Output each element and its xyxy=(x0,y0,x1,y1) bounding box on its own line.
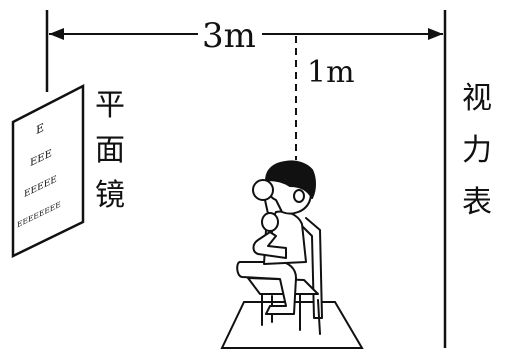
seated-person xyxy=(236,160,323,335)
mirror-label-char-1: 平 xyxy=(95,88,125,123)
arrowhead-right xyxy=(428,28,443,40)
mirror-label-char-3: 镜 xyxy=(95,178,125,213)
floor-mat xyxy=(220,301,364,349)
mirror-label: 平 面 镜 xyxy=(95,88,125,213)
distance-3m-label: 3m xyxy=(202,16,256,56)
eye-occluder-icon xyxy=(252,179,274,201)
eye-chart-label-char-2: 力 xyxy=(462,133,492,168)
eye-chart-label: 视 力 表 xyxy=(462,81,492,220)
person-hair xyxy=(267,160,316,199)
chair-legs xyxy=(261,289,321,335)
mirror-label-char-2: 面 xyxy=(95,133,125,168)
person-arm xyxy=(252,231,287,259)
person-hand xyxy=(261,212,279,232)
eye-chart-label-char-1: 视 xyxy=(462,81,492,116)
eye-chart-label-char-3: 表 xyxy=(462,185,492,220)
arrowhead-left xyxy=(49,28,64,40)
distance-1m-label: 1m xyxy=(307,55,355,90)
mirror-eye-chart-image: E EEE EEEEE EEEEEEEE xyxy=(11,83,85,258)
person-ear xyxy=(293,189,305,203)
chart-row-1: E xyxy=(36,120,44,137)
person-legs xyxy=(236,261,297,315)
distance-3m-dimension: 3m xyxy=(49,16,443,56)
